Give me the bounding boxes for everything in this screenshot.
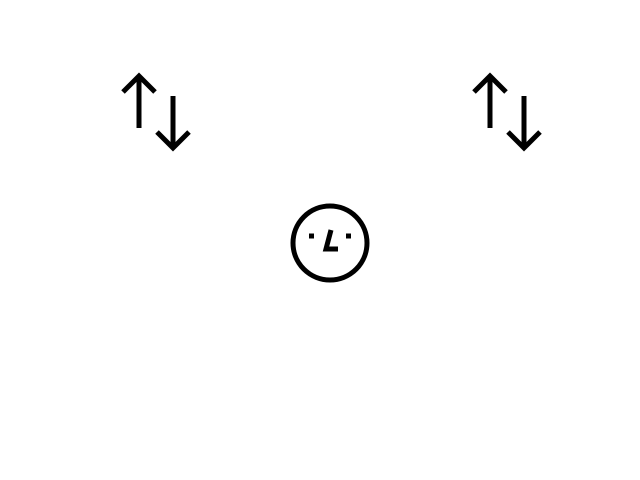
- face-icon[interactable]: [287, 200, 375, 288]
- sort-arrows-icon[interactable]: [466, 66, 548, 156]
- sort-arrows-icon[interactable]: [115, 66, 197, 156]
